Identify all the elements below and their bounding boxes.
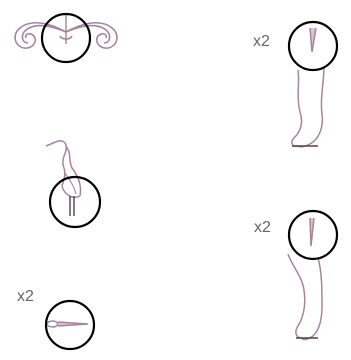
curved-leg-icon — [292, 28, 324, 147]
curved-leg-icon — [288, 218, 322, 340]
highlight-circle-bird — [50, 177, 100, 227]
quantity-label-leg-bottom: x2 — [254, 220, 271, 236]
quantity-label-leg-top: x2 — [253, 34, 270, 50]
small-pin-icon — [46, 321, 88, 327]
quantity-label-pin: x2 — [17, 289, 34, 305]
ornamental-curl-icon — [15, 14, 117, 48]
